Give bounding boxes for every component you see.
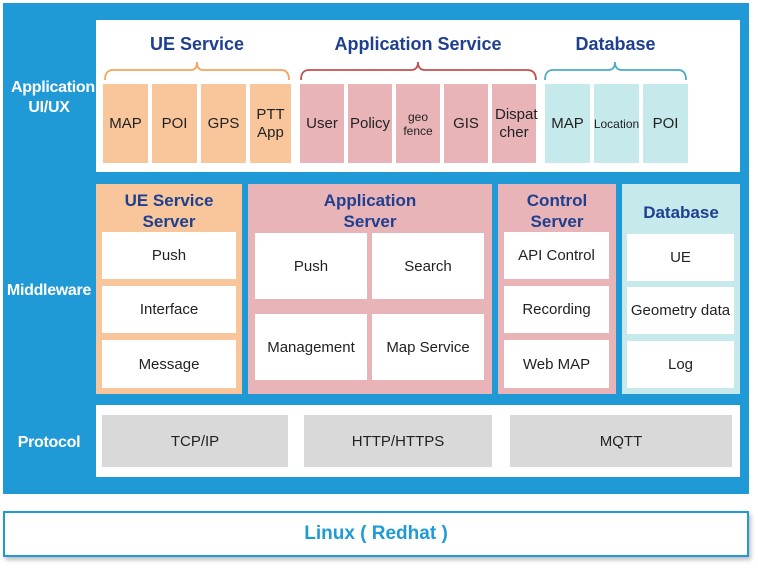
- layer-label-middleware: Middleware: [3, 276, 95, 306]
- protocol-item-mqtt: MQTT: [510, 415, 732, 467]
- application-server-title-text: Application Server: [323, 191, 417, 231]
- ue-server-item-message: Message: [102, 340, 236, 388]
- dispatcher-label: Dispat cher: [495, 105, 538, 141]
- control-server-item-api-control: API Control: [504, 232, 609, 279]
- application-service-brace: [300, 61, 537, 81]
- geofence-label: geo fence: [403, 109, 433, 138]
- app-service-item-dispatcher: Dispat cher: [492, 84, 538, 163]
- control-server-item-web-map: Web MAP: [504, 340, 609, 388]
- application-service-title: Application Service: [334, 34, 502, 54]
- mw-database-item-ue: UE: [627, 234, 734, 281]
- app-server-item-management: Management: [255, 314, 367, 380]
- ptt-app-label: PTT App: [256, 105, 285, 141]
- layer-label-protocol: Protocol: [3, 428, 95, 458]
- middleware-database-title: Database: [643, 203, 719, 222]
- control-server-title: Control Server: [498, 190, 616, 232]
- app-server-item-map-service: Map Service: [372, 314, 484, 380]
- protocol-item-http-https: HTTP/HTTPS: [304, 415, 492, 467]
- group-braces: [104, 61, 687, 81]
- app-server-item-search: Search: [372, 233, 484, 299]
- ue-service-brace: [104, 61, 290, 81]
- app-service-item-user: User: [300, 84, 344, 163]
- database-item-map: MAP: [545, 84, 590, 163]
- ue-server-item-interface: Interface: [102, 286, 236, 333]
- ue-server-item-push: Push: [102, 232, 236, 279]
- mw-database-item-geometry-data: Geometry data: [627, 287, 734, 334]
- app-service-item-policy: Policy: [348, 84, 392, 163]
- ue-service-server-title: UE Service Server: [96, 190, 242, 232]
- protocol-item-tcp-ip: TCP/IP: [102, 415, 288, 467]
- database-item-location: Location: [594, 84, 639, 163]
- ue-service-item-gps: GPS: [201, 84, 246, 163]
- layer-label-application-text: Application UI/UX: [11, 79, 95, 116]
- ue-service-item-ptt-app: PTT App: [250, 84, 291, 163]
- mw-database-item-log: Log: [627, 341, 734, 388]
- database-title: Database: [575, 34, 656, 54]
- app-service-item-gis: GIS: [444, 84, 488, 163]
- layer-label-middleware-text: Middleware: [6, 282, 92, 299]
- database-item-poi: POI: [643, 84, 688, 163]
- layer-label-application: Application UI/UX: [3, 70, 95, 126]
- ue-service-title: UE Service: [149, 34, 245, 54]
- application-server-title: Application Server: [248, 190, 492, 232]
- os-label: Linux ( Redhat ): [304, 523, 448, 544]
- app-service-item-geofence: geo fence: [396, 84, 440, 163]
- ue-service-item-poi: POI: [152, 84, 197, 163]
- control-server-title-text: Control Server: [526, 191, 588, 231]
- os-layer-linux: Linux ( Redhat ): [3, 511, 749, 557]
- database-brace: [544, 61, 687, 81]
- app-server-item-push: Push: [255, 233, 367, 299]
- ue-service-server-title-text: UE Service Server: [124, 191, 214, 231]
- layer-label-protocol-text: Protocol: [17, 434, 81, 451]
- ue-service-item-map: MAP: [103, 84, 148, 163]
- control-server-item-recording: Recording: [504, 286, 609, 333]
